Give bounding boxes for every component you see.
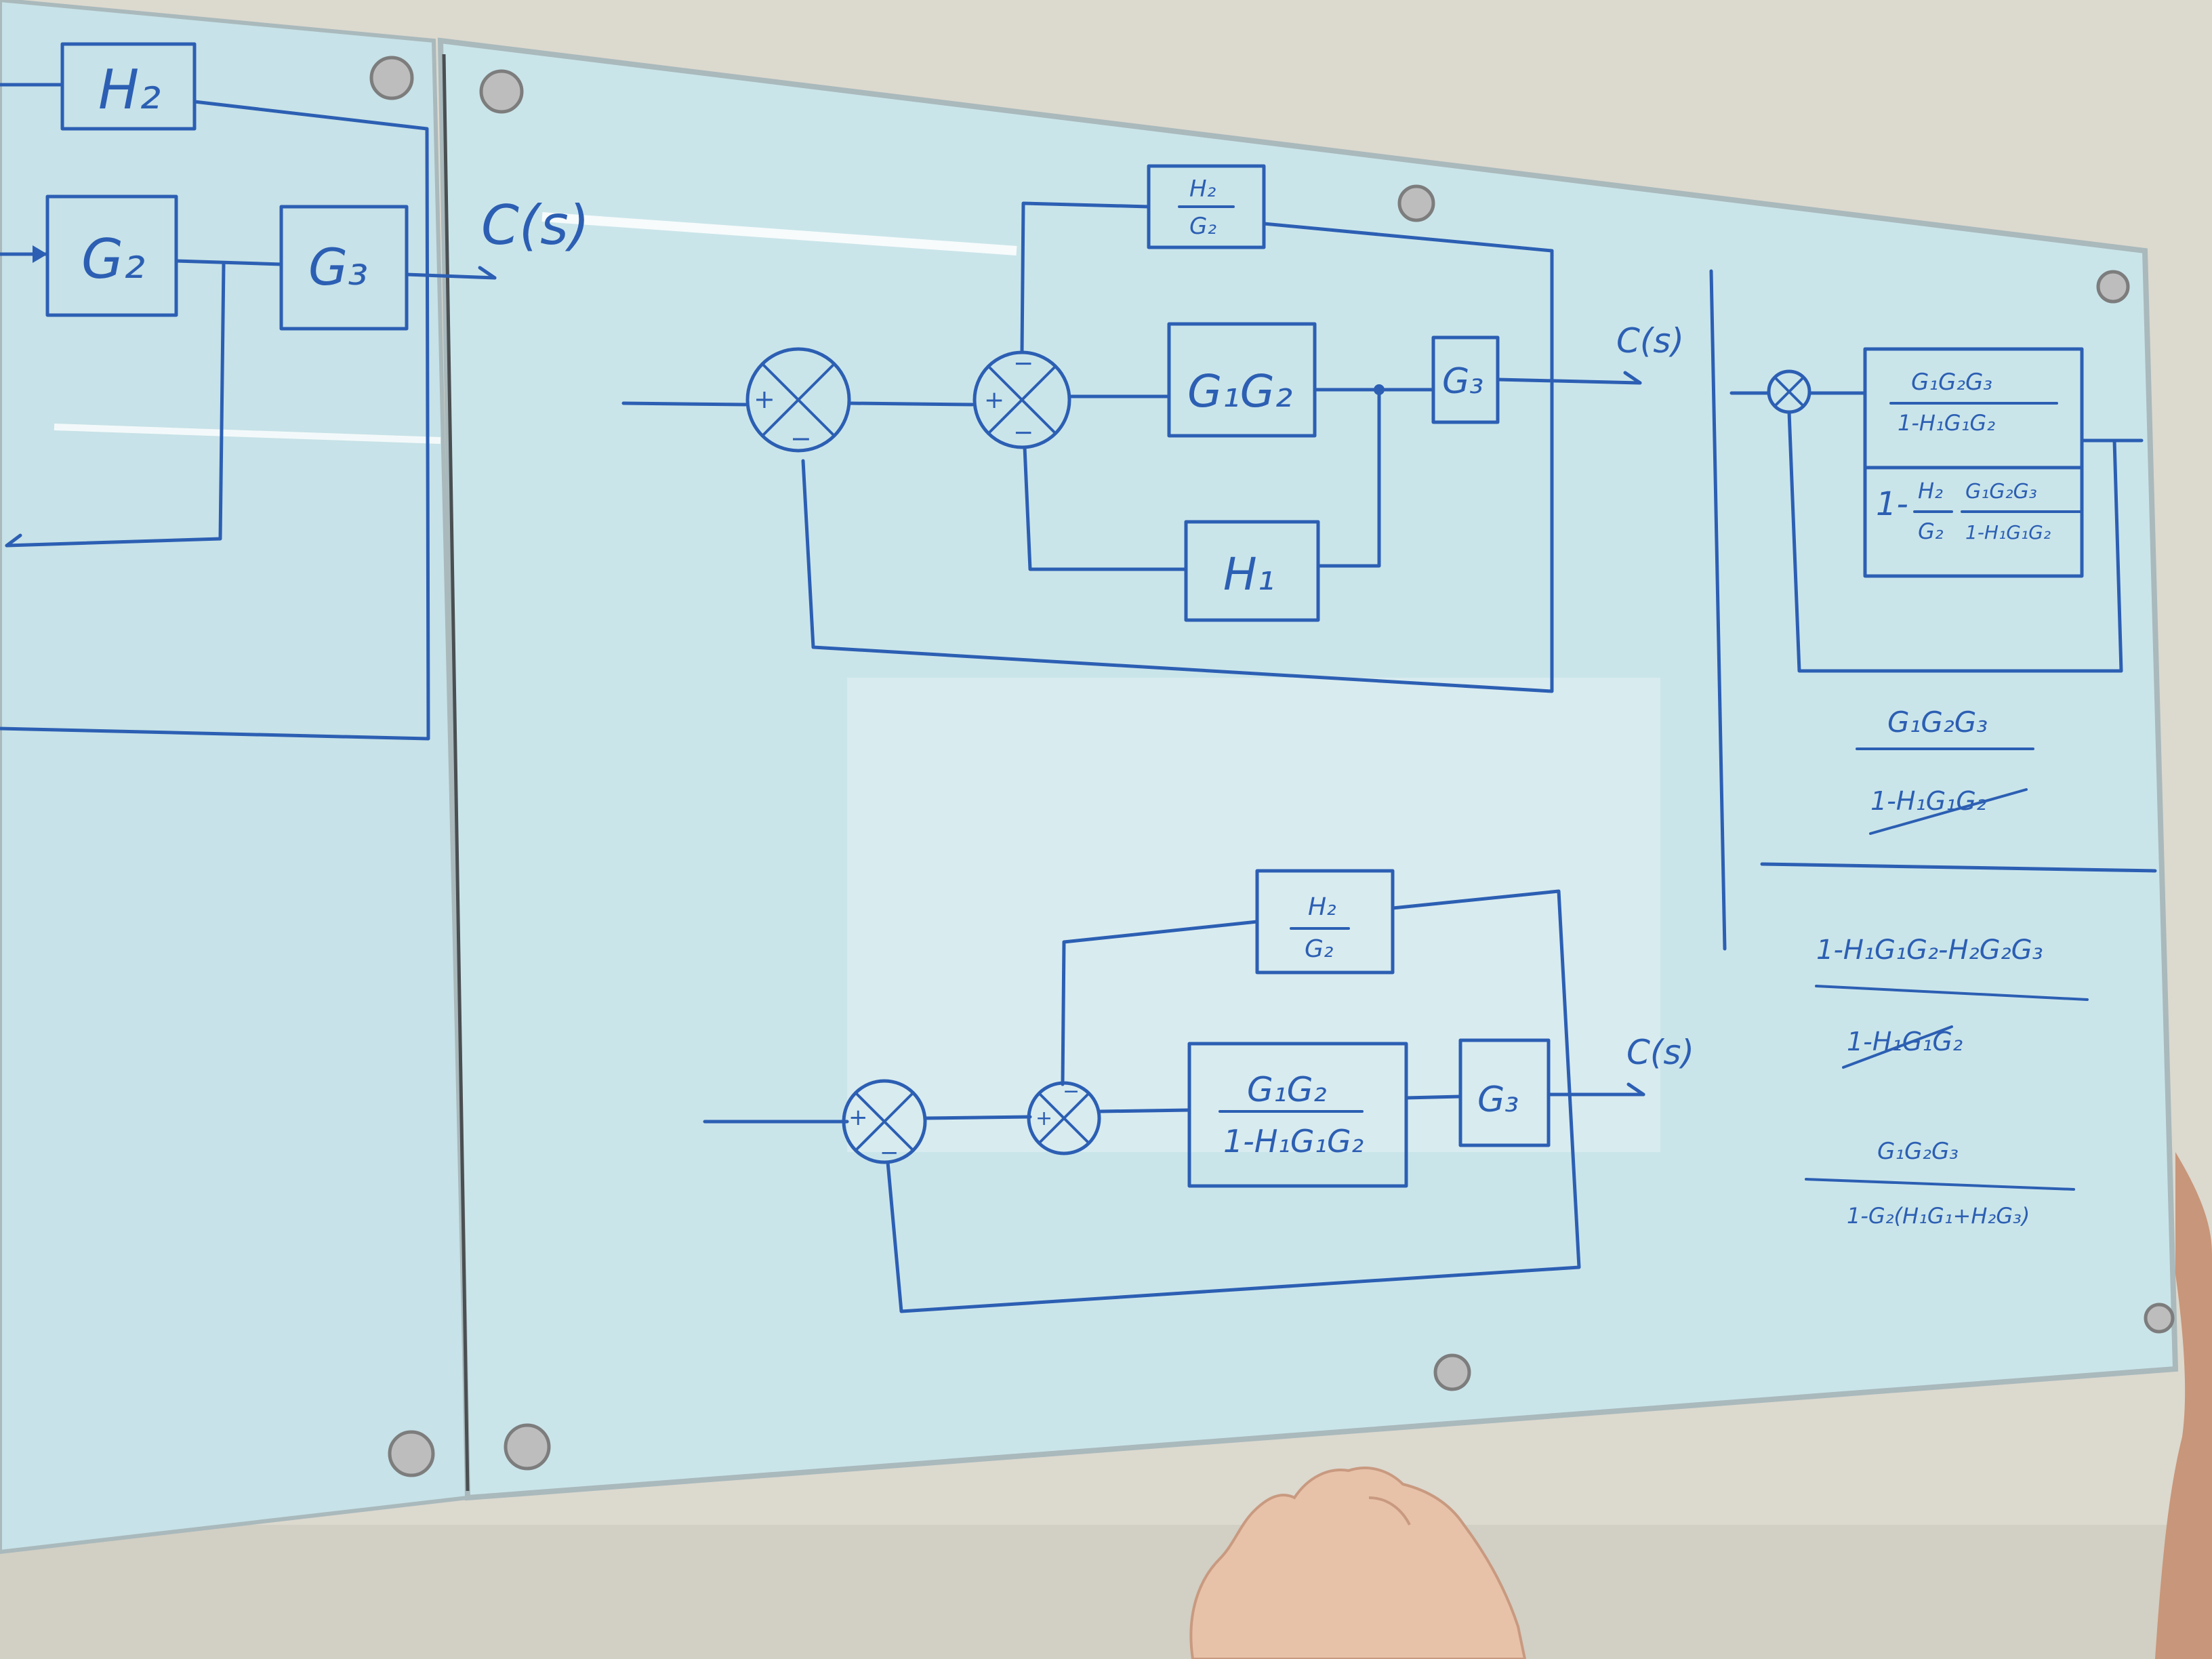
light-reflection xyxy=(541,212,1017,255)
bottom-g3-label: G₃ xyxy=(1477,1080,1519,1120)
right-box-num: G₁G₂G₃ xyxy=(1911,369,1992,396)
top-ff-den: G₂ xyxy=(1189,213,1216,240)
step1-den: 1-H₁G₁G₂ xyxy=(1870,786,1986,816)
bottom-sum1 xyxy=(842,1079,927,1164)
g2-block xyxy=(45,194,178,317)
right-box-lower-lead: 1- xyxy=(1876,485,1908,523)
bottom-sum1-plus: + xyxy=(848,1104,868,1131)
h2-label: H₂ xyxy=(98,58,161,121)
bottom-diagram: + − + − G₁G₂ 1-H₁G₁G₂ G₃ C(s) H₂ G₂ xyxy=(703,869,1694,1313)
step2-den: 1-H₁G₁G₂ xyxy=(1847,1027,1963,1057)
g3-block xyxy=(279,205,409,331)
top-diagram: + − − + − G₁G₂ G₃ C(s) H₂ G₂ H₁ xyxy=(621,164,1684,693)
window-reflection xyxy=(847,678,1660,1152)
bottom-tf-den: 1-H₁G₁G₂ xyxy=(1223,1123,1364,1160)
top-sum1-minus: − xyxy=(790,424,812,453)
right-box-lower-tf-num: G₁G₂G₃ xyxy=(1965,480,2037,504)
bottom-sum2-minus: − xyxy=(1063,1080,1080,1103)
left-output-label: C(s) xyxy=(481,194,590,257)
step1-num: G₁G₂G₃ xyxy=(1887,705,1988,739)
person-edge xyxy=(2155,1152,2212,1659)
h2-block xyxy=(60,42,197,131)
bottom-sum2-plus: + xyxy=(1036,1107,1052,1130)
final-num: G₁G₂G₃ xyxy=(1877,1138,1959,1165)
top-output-label: C(s) xyxy=(1616,321,1684,361)
bottom-tf-block xyxy=(1187,1042,1408,1188)
left-diagram: H₂ G₂ G₃ C(s) xyxy=(0,42,590,741)
right-work: G₁G₂G₃ 1-H₁G₁G₂ 1- H₂ G₂ G₁G₂G₃ 1-H₁G₁G₂… xyxy=(1709,269,2157,1229)
bottom-tf-num: G₁G₂ xyxy=(1247,1070,1327,1109)
left-glass-panel xyxy=(0,0,470,1555)
top-sum1 xyxy=(745,347,851,453)
top-g1g2-label: G₁G₂ xyxy=(1187,365,1292,417)
g2-label: G₂ xyxy=(81,228,145,291)
top-sum2-minus-bottom: − xyxy=(1013,419,1033,447)
final-den: 1-G₂(H₁G₁+H₂G₃) xyxy=(1847,1203,2030,1229)
right-box-lower-tf-den: 1-H₁G₁G₂ xyxy=(1965,521,2051,544)
bottom-ff-num: H₂ xyxy=(1308,893,1336,921)
top-h1-label: H₁ xyxy=(1223,548,1275,600)
right-forward-block xyxy=(1863,347,2084,578)
bottom-ff-den: G₂ xyxy=(1305,935,1333,963)
light-reflection-2 xyxy=(54,424,441,444)
right-box-lower-frac-den: G₂ xyxy=(1918,518,1944,544)
top-sum2-minus-top: − xyxy=(1013,350,1033,377)
bottom-output-label: C(s) xyxy=(1626,1033,1694,1072)
top-sum1-plus: + xyxy=(754,384,775,414)
mounting-bolts xyxy=(369,56,2175,1477)
right-box-den: 1-H₁G₁G₂ xyxy=(1898,410,1995,436)
top-sum2-plus: + xyxy=(984,386,1004,414)
panel-seam xyxy=(442,54,470,1492)
right-box-lower-frac-num: H₂ xyxy=(1918,478,1943,504)
top-g3-label: G₃ xyxy=(1442,361,1483,402)
hand xyxy=(1189,1467,1527,1659)
wall-lower xyxy=(0,1525,2212,1659)
top-g1g2-block xyxy=(1167,322,1317,438)
step2-num: 1-H₁G₁G₂-H₂G₂G₃ xyxy=(1816,935,2043,966)
top-ff-num: H₂ xyxy=(1189,176,1216,203)
g3-label: G₃ xyxy=(308,237,368,297)
